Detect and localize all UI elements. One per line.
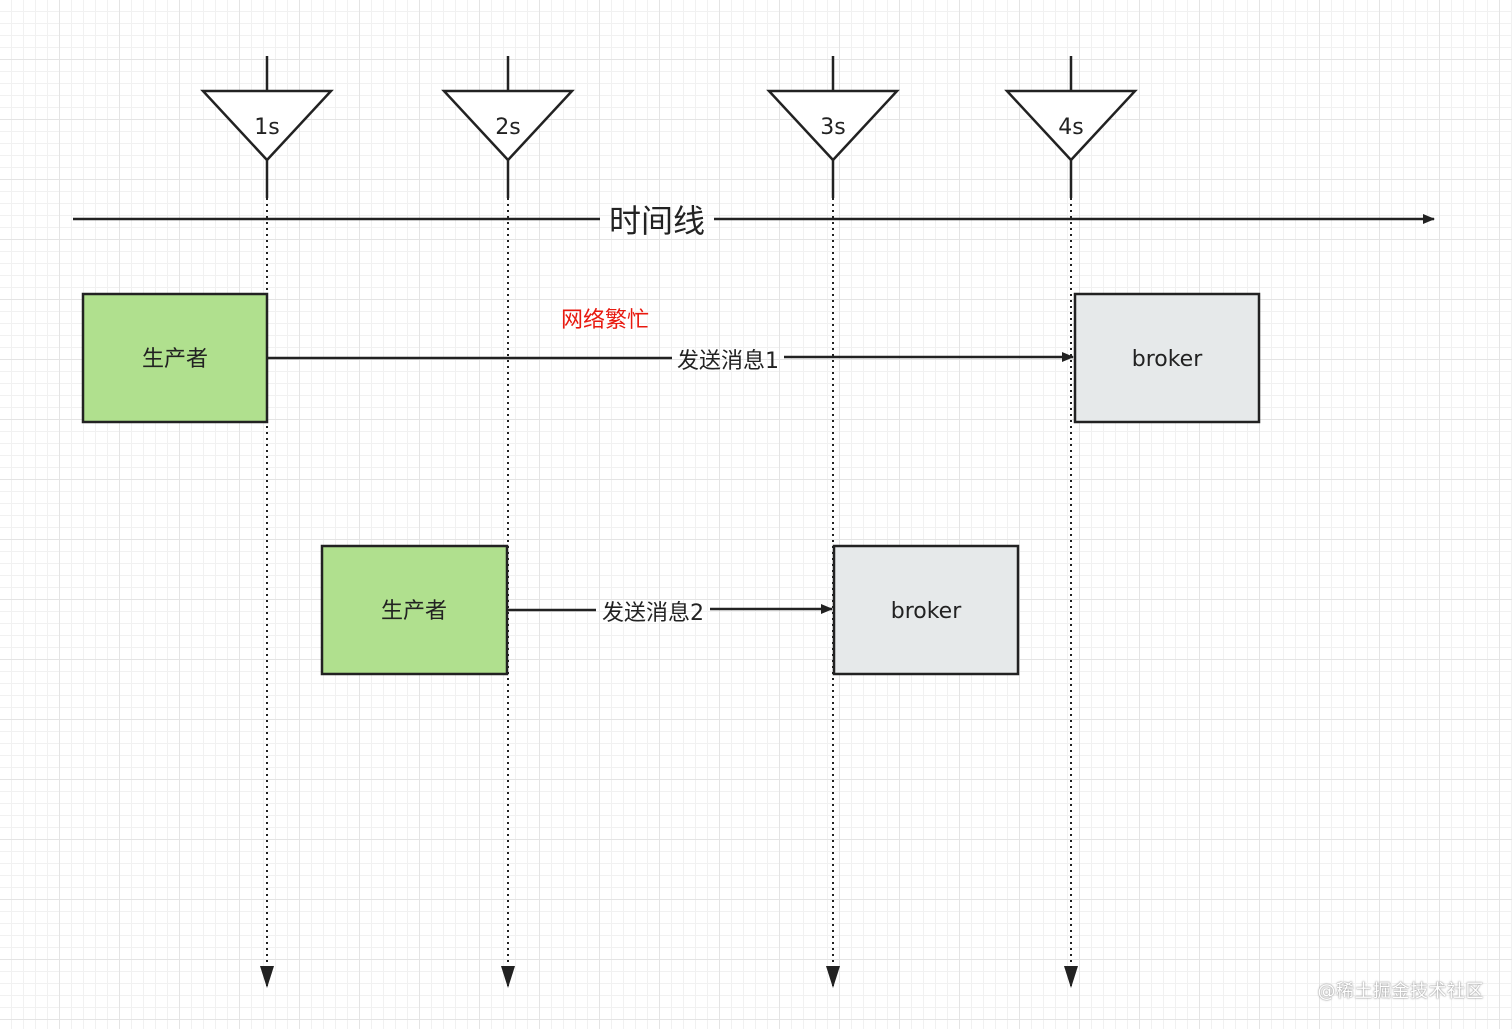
network-busy-annotation: 网络繁忙	[561, 308, 649, 333]
tick-label-3s: 3s	[820, 115, 845, 140]
producer-box-1-label: 生产者	[142, 347, 208, 372]
producer-box-1[interactable]: 生产者	[81, 292, 269, 424]
producer-box-2[interactable]: 生产者	[320, 544, 509, 676]
broker-box-2[interactable]: broker	[832, 544, 1020, 676]
broker-box-1[interactable]: broker	[1073, 292, 1261, 424]
broker-box-1-label: broker	[1132, 347, 1203, 372]
tick-marker-1s: 1s	[200, 56, 334, 198]
tick-marker-4s: 4s	[1004, 56, 1138, 198]
timeline-label: 时间线	[609, 202, 705, 240]
tick-label-1s: 1s	[254, 115, 279, 140]
tick-label-4s: 4s	[1058, 115, 1083, 140]
message-1-arrow: 发送消息1	[267, 349, 1074, 374]
tick-marker-2s: 2s	[441, 56, 575, 198]
producer-box-2-label: 生产者	[381, 599, 447, 624]
message-2-label: 发送消息2	[602, 601, 704, 626]
watermark: @稀土掘金技术社区	[1317, 981, 1484, 1002]
tick-marker-3s: 3s	[766, 56, 900, 198]
tick-label-2s: 2s	[495, 115, 520, 140]
broker-box-2-label: broker	[891, 599, 962, 624]
timeline-axis: 时间线	[73, 202, 1435, 240]
message-2-arrow: 发送消息2	[507, 601, 833, 626]
message-1-label: 发送消息1	[677, 349, 779, 374]
